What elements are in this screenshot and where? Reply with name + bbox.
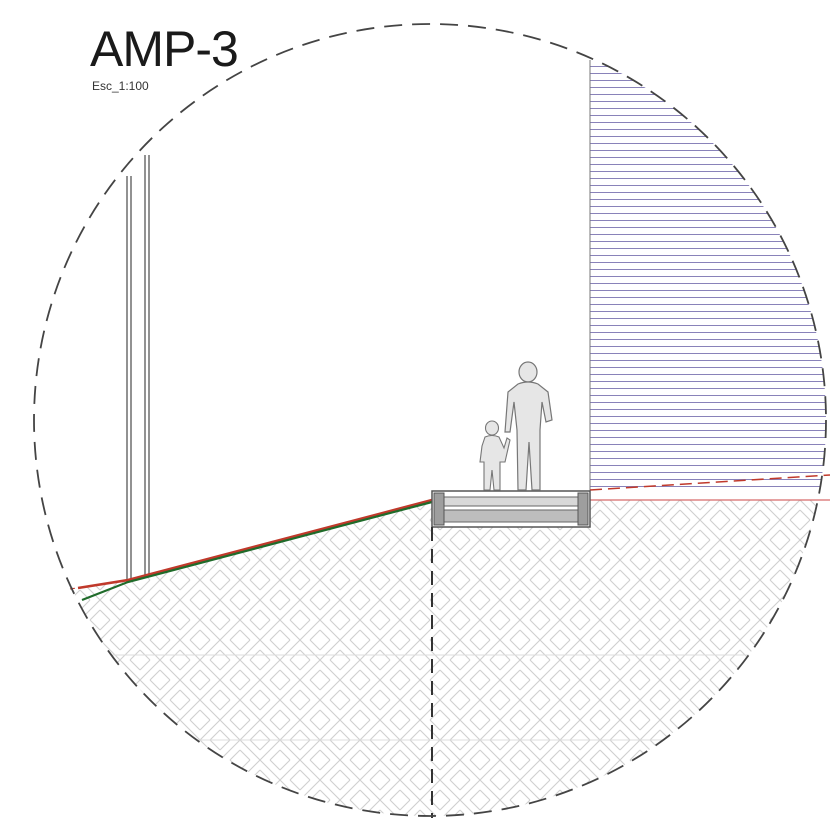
soil-hatch [34, 500, 826, 816]
adult-figure [504, 361, 553, 491]
slab-base [431, 490, 591, 528]
scale-label: Esc_1:100 [92, 79, 149, 93]
facade-siding [590, 60, 826, 492]
detail-title: AMP-3 [90, 21, 239, 77]
pole-lines [126, 155, 150, 583]
detail-circle [33, 23, 827, 817]
child-figure [479, 420, 511, 491]
terrain-lines [69, 474, 830, 602]
